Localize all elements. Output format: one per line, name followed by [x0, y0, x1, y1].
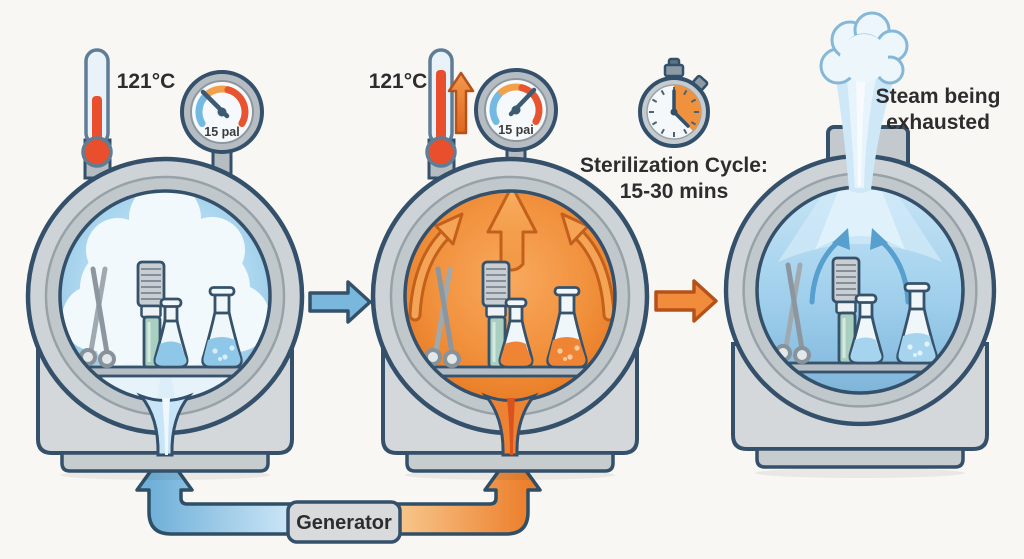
chamber2-temperature-label: 121°C — [369, 70, 428, 93]
chamber1-interior — [60, 191, 270, 401]
thermometer-icon — [81, 48, 113, 168]
generator-box: Generator — [286, 500, 402, 544]
chamber3-interior — [757, 187, 963, 393]
cycle-label-line2: 15-30 mins — [620, 180, 729, 203]
gauge1-reading: 15 pal — [204, 125, 239, 139]
stopwatch-icon — [638, 57, 710, 148]
steam-exhaust-label-line2: exhausted — [886, 111, 990, 134]
pressure-gauge-icon: 15 pal — [182, 72, 262, 152]
gauge2-reading: 15 pai — [498, 123, 533, 137]
arrow-stage1-to-stage2 — [308, 280, 372, 324]
chamber1-temperature-label: 121°C — [117, 70, 176, 93]
heat-arrows — [408, 191, 615, 322]
autoclave-chamber-2: 121°C 15 pai — [369, 48, 647, 480]
sterilization-cycle: Sterilization Cycle: 15-30 mins — [580, 57, 768, 203]
cycle-label-line1: Sterilization Cycle: — [580, 154, 768, 177]
autoclave-chamber-3: Steam being exhausted — [726, 11, 1001, 478]
generator-label: Generator — [296, 512, 392, 534]
arrow-stage2-to-stage3 — [654, 279, 718, 323]
steam-exhaust-label-line1: Steam being — [876, 85, 1001, 108]
autoclave-chamber-1: 121°C 15 pal — [28, 48, 302, 480]
pressure-gauge-icon: 15 pai — [476, 70, 556, 150]
temperature-rise-arrow-icon — [447, 71, 475, 135]
chamber2-interior — [405, 191, 615, 401]
exhaust-steam-jet — [834, 68, 898, 193]
thermometer-icon — [425, 48, 457, 168]
